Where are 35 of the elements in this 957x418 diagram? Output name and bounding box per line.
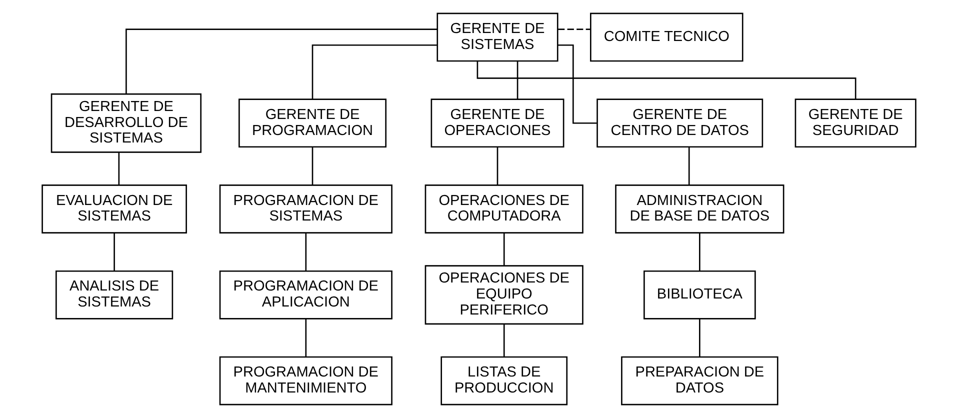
node-box: ADMINISTRACION DE BASE DE DATOS	[614, 184, 784, 234]
connector	[311, 44, 436, 100]
node-box: COMITE TECNICO	[590, 12, 743, 62]
node-box: GERENTE DE SEGURIDAD	[794, 98, 916, 148]
connector	[125, 28, 437, 94]
connector	[476, 61, 856, 100]
node-box: GERENTE DE OPERACIONES	[430, 98, 564, 148]
connector	[502, 324, 504, 357]
connector	[311, 147, 313, 186]
connector	[516, 61, 518, 100]
connector	[502, 232, 504, 266]
node-box: GERENTE DE DESARROLLO DE SISTEMAS	[50, 93, 201, 153]
connector	[304, 232, 306, 272]
connector	[698, 318, 700, 357]
node-box: PROGRAMACION DE APLICACION	[218, 270, 392, 320]
node-box: GERENTE DE CENTRO DE DATOS	[596, 98, 763, 148]
connector	[304, 318, 306, 357]
connector	[558, 28, 590, 30]
node-box: PREPARACION DE DATOS	[620, 356, 778, 406]
node-box: OPERACIONES DE COMPUTADORA	[424, 184, 583, 234]
node-box: EVALUACION DE SISTEMAS	[41, 184, 186, 234]
node-box: GERENTE DE PROGRAMACION	[238, 98, 386, 148]
connector	[496, 147, 498, 186]
connector	[557, 44, 596, 124]
node-box: BIBLIOTECA	[643, 270, 756, 320]
node-box: OPERACIONES DE EQUIPO PERIFERICO	[424, 265, 583, 325]
connector	[698, 232, 700, 272]
connector	[113, 232, 114, 272]
node-box: GERENTE DE SISTEMAS	[436, 12, 558, 62]
node-box: LISTAS DE PRODUCCION	[440, 356, 568, 406]
node-box: PROGRAMACION DE SISTEMAS	[218, 184, 392, 234]
node-box: ANALISIS DE SISTEMAS	[55, 270, 173, 320]
connector	[118, 152, 120, 186]
connector	[688, 147, 690, 186]
node-box: PROGRAMACION DE MANTENIMIENTO	[218, 356, 392, 406]
